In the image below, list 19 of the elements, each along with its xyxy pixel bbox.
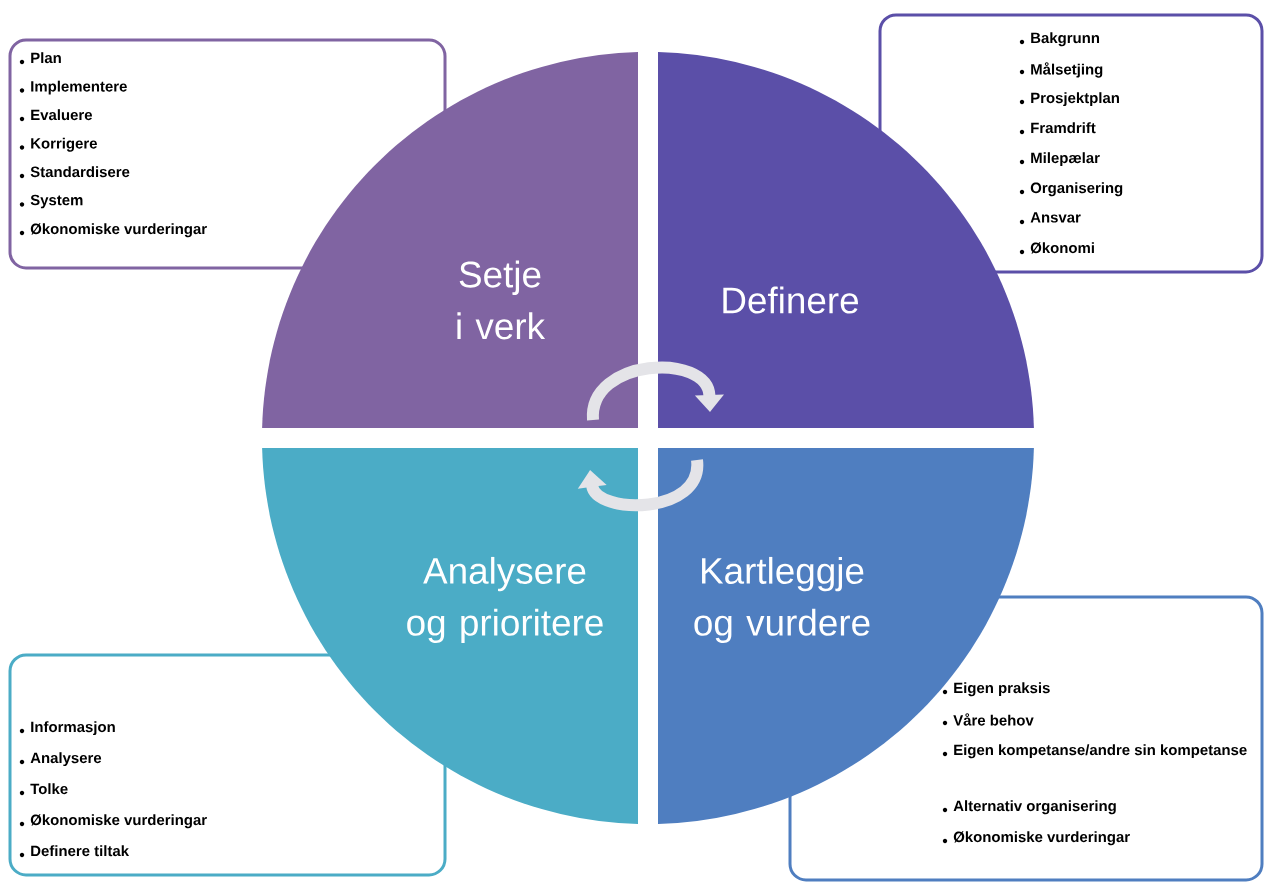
list-item: Økonomiske vurderingar (942, 831, 1130, 846)
list-item: Våre behov (942, 713, 1034, 726)
list-item: Plan (19, 52, 61, 65)
list-item: Informasjon (19, 721, 115, 736)
list-item: Økonomiske vurderingar (19, 223, 207, 238)
list-item: Korrigere (19, 137, 97, 152)
list-item: Bakgrunn (1019, 32, 1099, 47)
quadrant-segment: Analysere og prioritere (262, 448, 638, 824)
list-item: Standardisere (19, 166, 130, 179)
list-box (878, 13, 1264, 274)
list-item: System (19, 194, 83, 209)
list-box (8, 653, 447, 877)
quadrant-segment: Setje i verk (262, 52, 638, 428)
list-item: Implementere (19, 80, 127, 95)
list-item: Evaluere (19, 109, 92, 122)
list-item: Økonomiske vurderingar (19, 814, 207, 829)
list-item: Definere tiltak (19, 845, 130, 858)
list-item: Analysere (19, 752, 102, 767)
list-item: Tolke (19, 783, 68, 796)
